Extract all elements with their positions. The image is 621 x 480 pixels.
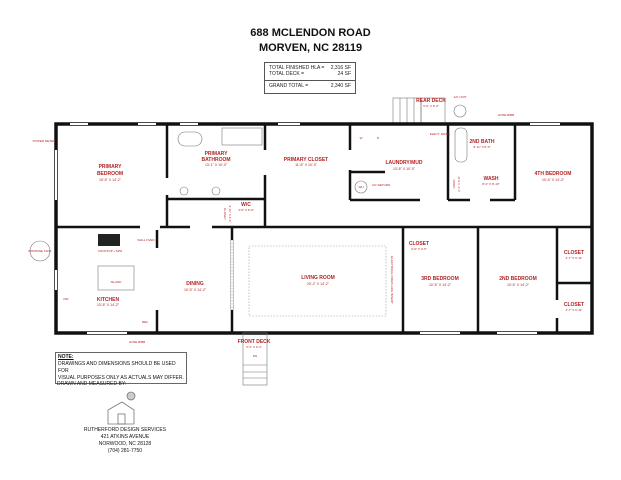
label-wh: WH	[359, 185, 364, 189]
dim-closet-b: 4'-7" X 6'-11"	[565, 308, 582, 312]
cooktop-icon	[98, 234, 120, 246]
label-propane-tank: PROPANE TANK	[28, 249, 51, 253]
dim-front-deck: 5'-4" X 3'-4"	[246, 345, 262, 349]
room-rear-deck: REAR DECK	[416, 98, 446, 104]
room-2nd-bedroom: 2ND BEDROOM	[499, 276, 537, 282]
room-primary-bedroom: PRIMARY	[99, 164, 123, 170]
bathtub-icon	[177, 131, 203, 147]
dim-primary-closet: 11'-8" X 10'-3"	[295, 163, 318, 167]
dim-closet-a: 4'-7" X 6'-11"	[565, 256, 582, 260]
note-heading: NOTE:	[58, 354, 74, 360]
room-closet-small: CLOSET	[223, 208, 227, 220]
address-line-1: 688 MCLENDON ROAD	[250, 27, 371, 39]
note-line-1: DRAWINGS AND DIMENSIONS SHOULD BE USED F…	[58, 361, 176, 374]
room-primary-bathroom-line2: BATHROOM	[201, 157, 230, 163]
total-deck-value: 24 SF	[337, 71, 351, 77]
dim-dining: 10'-5" X 14'-2"	[184, 288, 207, 292]
room-closet-3rd: CLOSET	[409, 241, 429, 247]
windows	[55, 123, 560, 334]
address-line-2: MORVEN, NC 28119	[258, 42, 363, 54]
water-heater-icon	[354, 180, 368, 194]
label-hose-bibb-rear: HOSE BIBB	[498, 113, 514, 117]
label-dw: DW	[64, 297, 69, 301]
label-fireplace: ELECTRICAL FIREPLACE INSERT	[390, 256, 394, 304]
dim-closet-small: 2'-11" X 4'-6"	[228, 205, 232, 222]
dim-3rd-bedroom: 10'-5" X 14'-2"	[429, 283, 452, 287]
room-front-deck: FRONT DECK	[238, 339, 271, 345]
company-info: RUTHERFORD DESIGN SERVICES 421 ATKINS AV…	[70, 427, 180, 455]
label-wall-oven: WALL OVEN	[137, 238, 154, 242]
room-4th-bedroom: 4TH BEDROOM	[535, 171, 572, 177]
room-linen: LINEN	[452, 180, 456, 189]
grand-total-label: GRAND TOTAL =	[269, 83, 309, 89]
room-primary-bedroom-line2: BEDROOM	[97, 171, 123, 177]
label-elect-panel: ELECT. PANEL	[430, 132, 451, 136]
exterior-walls	[54, 122, 594, 335]
room-primary-bathroom: PRIMARY	[205, 151, 229, 157]
dim-kitchen: 13'-8" X 14'-2"	[97, 303, 120, 307]
room-closet-a: CLOSET	[564, 250, 584, 256]
grand-total-row: GRAND TOTAL = 2,340 SF	[265, 83, 355, 89]
label-hose-bibb-front: HOSE BIBB	[129, 340, 145, 344]
disclaimer-note: NOTE: DRAWINGS AND DIMENSIONS SHOULD BE …	[55, 352, 187, 384]
bathtub-icon	[454, 127, 468, 163]
room-2nd-bath: 2ND BATH	[470, 139, 495, 145]
label-power-meter: POWER METER	[33, 139, 57, 143]
label-ref: REF	[142, 320, 148, 324]
shower-icon	[221, 127, 263, 146]
dim-wash: 8'-0" X 8'-10"	[482, 182, 499, 186]
propane-tank-icon	[29, 240, 51, 262]
label-ac-return: A/C RETURN	[372, 183, 390, 187]
island-icon	[97, 265, 135, 291]
label-island: ISLAND	[111, 280, 123, 284]
label-dryer: D	[377, 136, 380, 140]
dim-rear-deck: 5'-0" X 5'-0"	[423, 104, 439, 108]
living-rug-outline	[248, 245, 387, 317]
dim-primary-bathroom: 13'-1" X 10'-0"	[205, 163, 228, 167]
label-washer: W	[360, 136, 363, 140]
total-hla-value: 2,316 SF	[330, 65, 351, 71]
dim-2nd-bath: 8'-11" X 5'-0"	[473, 145, 490, 149]
company-city: NORWOOD, NC 28128	[98, 441, 152, 447]
ac-unit-icon	[453, 104, 467, 118]
company-phone: (704) 281-7750	[107, 448, 143, 454]
room-wash: WASH	[484, 176, 499, 182]
dim-living: 20'-2" X 14'-2"	[307, 282, 330, 286]
room-primary-closet: PRIMARY CLOSET	[284, 157, 328, 163]
dim-linen: 2'-1" X 6'-0"	[457, 176, 461, 192]
company-logo	[107, 391, 136, 425]
dim-laundry: 13'-8" X 10'-0"	[393, 167, 416, 171]
total-deck-label: TOTAL DECK =	[269, 71, 305, 77]
label-dn: DN	[253, 354, 257, 358]
area-totals-table: TOTAL FINISHED HLA = 2,316 SF TOTAL DECK …	[264, 62, 356, 94]
company-name: RUTHERFORD DESIGN SERVICES	[83, 427, 167, 433]
sink-icon	[211, 186, 221, 196]
room-closet-b: CLOSET	[564, 302, 584, 308]
room-kitchen: KITCHEN	[97, 297, 120, 303]
company-street: 421 ATKINS AVENUE	[100, 434, 150, 440]
interior-walls	[56, 124, 592, 333]
room-laundry: LAUNDRY/MUD	[385, 160, 422, 166]
grand-total-value: 2,340 SF	[330, 83, 351, 89]
dim-primary-bedroom: 15'-5" X 14'-2"	[99, 178, 122, 182]
dim-wc: 4'-0" X 6'-6"	[238, 208, 254, 212]
drawn-by-label: DRAWN AND MEASURED BY:	[57, 381, 127, 387]
total-hla-row: TOTAL FINISHED HLA = 2,316 SF	[265, 65, 355, 71]
front-deck-stairs	[242, 332, 268, 386]
dim-2nd-bedroom: 10'-5" X 14'-2"	[507, 283, 530, 287]
dim-4th-bedroom: 10'-4" X 14'-3"	[542, 178, 565, 182]
sink-icon	[179, 186, 189, 196]
total-deck-row: TOTAL DECK = 24 SF	[265, 71, 355, 77]
note-line-2: VISUAL PURPOSES ONLY AS ACTUALS MAY DIFF…	[58, 375, 184, 381]
dim-closet-3rd: 6'-6" X 4'-6"	[411, 247, 427, 251]
label-ac-unit: A/C UNIT	[454, 95, 467, 99]
room-wc: W/C	[241, 202, 251, 208]
label-cooktop: COOKTOP + M/W	[98, 249, 123, 253]
room-living: LIVING ROOM	[301, 275, 335, 281]
room-dining: DINING	[186, 281, 204, 287]
room-3rd-bedroom: 3RD BEDROOM	[421, 276, 459, 282]
total-hla-label: TOTAL FINISHED HLA =	[269, 65, 325, 71]
